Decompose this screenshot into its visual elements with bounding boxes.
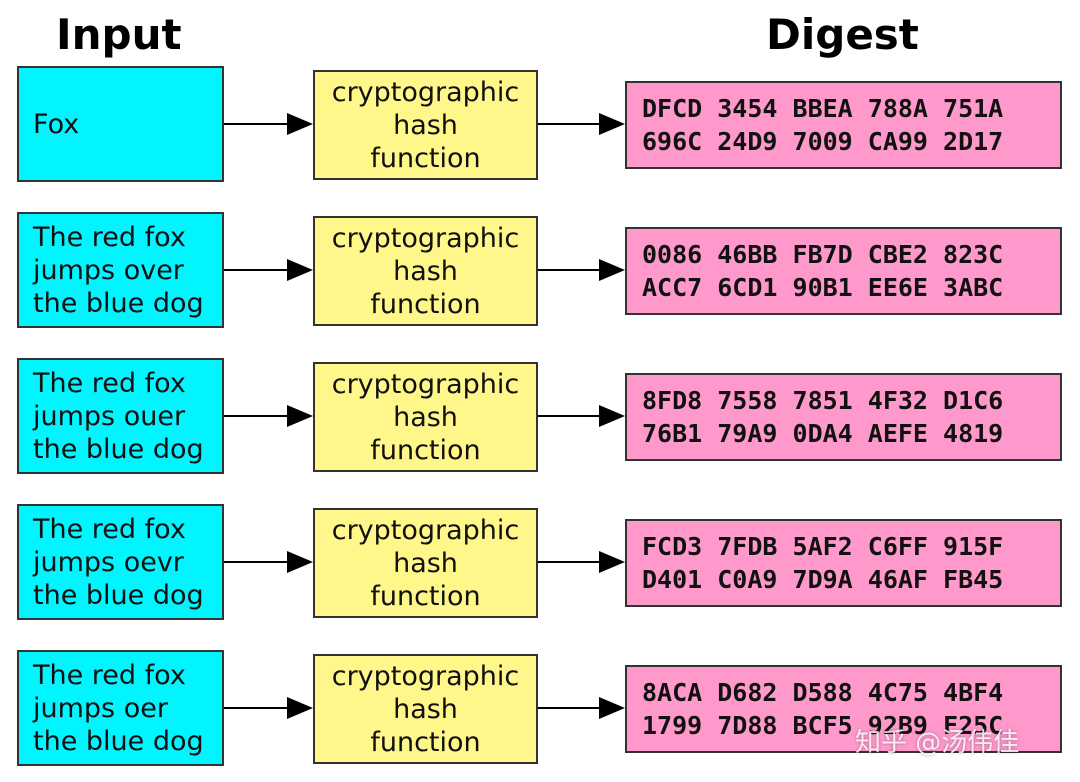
hash-function-label-line: cryptographic: [331, 368, 520, 400]
input-heading: Input: [56, 10, 182, 59]
digest-text-line: 696C 24D9 7009 CA99 2D17: [642, 127, 1004, 156]
hash-function-label-line: function: [370, 434, 481, 466]
hash-function-label-line: hash: [393, 109, 458, 141]
digest-box: 0086 46BB FB7D CBE2 823C ACC7 6CD1 90B1 E…: [625, 227, 1062, 315]
hash-function-label-line: function: [370, 580, 481, 612]
hash-function-label-line: hash: [393, 547, 458, 579]
input-text-line: The red fox: [33, 659, 186, 691]
arrowhead: [599, 405, 625, 427]
hash-function-label-line: cryptographic: [331, 660, 520, 692]
digest-text-line: 76B1 79A9 0DA4 AEFE 4819: [642, 419, 1004, 448]
arrowhead: [599, 113, 625, 135]
digest-box: DFCD 3454 BBEA 788A 751A 696C 24D9 7009 C…: [625, 81, 1062, 169]
digest-text-line: 8ACA D682 D588 4C75 4BF4: [642, 678, 1004, 707]
digest-text-line: ACC7 6CD1 90B1 EE6E 3ABC: [642, 273, 1004, 302]
hash-function-label-line: hash: [393, 255, 458, 287]
input-text-line: the blue dog: [33, 433, 204, 465]
arrowhead: [599, 259, 625, 281]
input-text-line: jumps oevr: [33, 546, 184, 578]
hash-function-label-line: cryptographic: [331, 76, 520, 108]
hash-function-label-line: function: [370, 142, 481, 174]
input-box: Fox: [17, 66, 224, 182]
watermark: 知乎 @汤伟佳: [855, 728, 1020, 758]
digest-box: 8ACA D682 D588 4C75 4BF4 1799 7D88 BCF5 9…: [625, 665, 1062, 753]
input-text-line: the blue dog: [33, 579, 204, 611]
arrowhead: [287, 551, 313, 573]
digest-box: FCD3 7FDB 5AF2 C6FF 915F D401 C0A9 7D9A 4…: [625, 519, 1062, 607]
arrowhead: [287, 405, 313, 427]
digest-text-line: FCD3 7FDB 5AF2 C6FF 915F: [642, 532, 1004, 561]
digest-text-line: 8FD8 7558 7851 4F32 D1C6: [642, 386, 1004, 415]
arrowhead: [287, 697, 313, 719]
input-text-line: jumps oer: [33, 692, 168, 724]
digest-text-line: DFCD 3454 BBEA 788A 751A: [642, 94, 1004, 123]
hash-function-label-line: cryptographic: [331, 514, 520, 546]
input-text-line: The red fox: [33, 513, 186, 545]
input-text-line: the blue dog: [33, 287, 204, 319]
input-text-line: The red fox: [33, 367, 186, 399]
input-text-line: Fox: [33, 108, 80, 140]
digest-text-line: 1799 7D88 BCF5 92B9 F25C: [642, 711, 1004, 740]
arrowhead: [287, 113, 313, 135]
digest-box: 8FD8 7558 7851 4F32 D1C6 76B1 79A9 0DA4 A…: [625, 373, 1062, 461]
arrowhead: [599, 551, 625, 573]
input-text-line: jumps over: [33, 254, 184, 286]
arrowhead: [599, 697, 625, 719]
input-text-line: the blue dog: [33, 725, 204, 757]
hash-function-label-line: function: [370, 726, 481, 758]
hash-function-label-line: hash: [393, 693, 458, 725]
digest-heading: Digest: [766, 10, 919, 59]
input-text-line: jumps ouer: [33, 400, 186, 432]
hash-function-label-line: hash: [393, 401, 458, 433]
input-text-line: The red fox: [33, 221, 186, 253]
hash-function-label-line: function: [370, 288, 481, 320]
digest-text-line: D401 C0A9 7D9A 46AF FB45: [642, 565, 1004, 594]
digest-text-line: 0086 46BB FB7D CBE2 823C: [642, 240, 1004, 269]
hash-function-label-line: cryptographic: [331, 222, 520, 254]
arrowhead: [287, 259, 313, 281]
